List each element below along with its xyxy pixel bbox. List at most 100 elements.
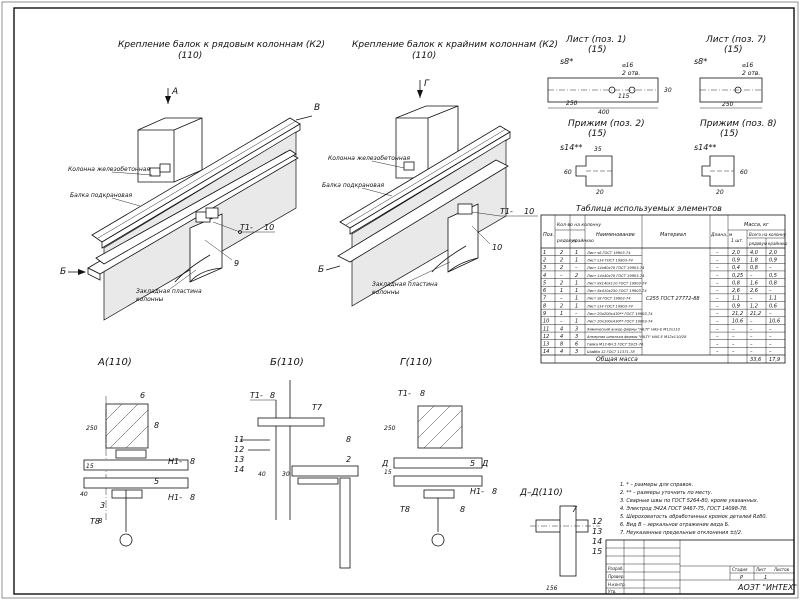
note-line: 6. Вид В – зеркальное отражение вида Б. bbox=[620, 522, 730, 528]
sec-g-t1: Т1- bbox=[398, 389, 411, 398]
sec-a-40: 40 bbox=[80, 491, 88, 498]
th-qty: Кол-во на колонну bbox=[557, 222, 601, 228]
weld-t1-left: Т1- bbox=[240, 223, 253, 232]
table-cell-len: – bbox=[716, 288, 719, 294]
sheet1-title: Лист (поз. 1) bbox=[565, 35, 626, 45]
table-title: Таблица используемых элементов bbox=[576, 204, 722, 213]
table-cell-tmid: – bbox=[750, 326, 753, 332]
weld-t1-right: Т1- bbox=[500, 207, 513, 216]
table-cell-tmid: 0,8 bbox=[750, 265, 758, 271]
table-cell-name: Химический анкер фирмы "HILTI" HAS-E M12… bbox=[586, 327, 681, 331]
title-block: Разраб. Провер. Н.контр. Утв. Стадия Лис… bbox=[605, 539, 797, 595]
sec-g-p8: 8 bbox=[460, 505, 465, 514]
total-label: Общая масса bbox=[596, 356, 638, 363]
table-cell-tmid: 1,6 bbox=[750, 280, 758, 286]
sheet7-sub: (15) bbox=[724, 45, 742, 55]
arrow-b-right-label: Б bbox=[318, 265, 324, 275]
clamp2-20: 20 bbox=[596, 189, 604, 196]
table-cell-tend: 1,1 bbox=[769, 296, 777, 302]
sec-b-p11: 11 bbox=[234, 435, 244, 444]
sec-g-250: 250 bbox=[384, 425, 396, 432]
sec-b-40: 40 bbox=[258, 471, 266, 478]
left-isometric-view: Крепление балок к рядовым колоннам (К2) … bbox=[60, 40, 325, 321]
table-cell-pos: 4 bbox=[543, 273, 546, 279]
table-cell-len: – bbox=[716, 265, 719, 271]
table-cell-unit: 1,1 bbox=[732, 296, 740, 302]
table-cell-name: Лист 20x200x430** ГОСТ 19903-74 bbox=[586, 312, 653, 316]
sec-g-d: Д bbox=[481, 459, 488, 468]
th-tmid: рядовую bbox=[748, 241, 768, 246]
table-cell-end: 1 bbox=[575, 319, 578, 325]
part-clamp-8: Прижим (поз. 8) (15) s14** 60 20 bbox=[694, 119, 777, 196]
table-cell-unit: 21,2 bbox=[732, 311, 743, 317]
table-cell-tend: 2,0 bbox=[769, 250, 777, 256]
sec-b-p8: 8 bbox=[346, 435, 351, 444]
arrow-a-label: А bbox=[171, 87, 178, 97]
sheet1-d16: ⌀16 bbox=[622, 62, 633, 69]
th-mid: рядовую bbox=[556, 239, 578, 244]
table-cell-unit: 0,8 bbox=[732, 280, 740, 286]
table-cell-end: – bbox=[575, 265, 578, 271]
sheet7-250: 250 bbox=[722, 101, 734, 108]
sec-a-w8: 8 bbox=[190, 457, 195, 466]
section-a-title: А(110) bbox=[97, 357, 132, 368]
section-b: Б(110) Т1- 8 11 12 13 14 Т7 8 2 40 30 bbox=[234, 357, 359, 569]
note-line: 7. Неуказанные предельные отклонения ±t/… bbox=[620, 530, 743, 536]
clamp2-60: 60 bbox=[564, 169, 572, 176]
clamp8-sub: (15) bbox=[720, 129, 738, 139]
td-material: С255 ГОСТ 27772-88 bbox=[646, 296, 700, 302]
table-cell-tend: – bbox=[769, 265, 772, 271]
th-pos: Поз. bbox=[543, 232, 554, 238]
sec-g-w8b: 8 bbox=[492, 487, 497, 496]
sheet1-70: 30 bbox=[664, 87, 672, 94]
table-cell-pos: 5 bbox=[543, 280, 546, 286]
table-cell-unit: 2,6 bbox=[732, 288, 740, 294]
table-cell-name: Лист s8 ГОСТ 19903-74 bbox=[586, 297, 631, 301]
sec-dd-p7: 7 bbox=[572, 505, 578, 514]
table-cell-unit: 0,25 bbox=[732, 273, 743, 279]
th-mass: Масса, кг bbox=[744, 222, 769, 228]
clamp8-60: 60 bbox=[740, 169, 748, 176]
lbl-column-right: Колонна железобетонная bbox=[328, 155, 410, 162]
inner-frame bbox=[13, 7, 795, 595]
tb-company: АОЗТ "ИНТЕХ" bbox=[737, 583, 797, 592]
lbl-beam-left: Балка подкрановая bbox=[70, 192, 132, 199]
left-view-title: Крепление балок к рядовым колоннам (К2) bbox=[118, 40, 325, 50]
sheet7-s8: s8* bbox=[694, 57, 707, 66]
pos-10: 10 bbox=[492, 243, 502, 252]
table-cell-end: 1 bbox=[575, 280, 578, 286]
table-cell-len: – bbox=[716, 326, 719, 332]
table-cell-end: 1 bbox=[575, 250, 578, 256]
clamp8-s14: s14** bbox=[694, 143, 716, 152]
section-g: Г(110) Т1- 8 5 Д Д Н1- 8 Т8 8 250 15 bbox=[381, 357, 497, 547]
table-cell-end: 3 bbox=[575, 334, 578, 340]
lbl-plate2-left: колонны bbox=[136, 296, 164, 303]
sec-a-250: 250 bbox=[86, 425, 98, 432]
table-cell-unit: – bbox=[732, 334, 735, 340]
right-view-sub: (110) bbox=[412, 51, 436, 61]
sec-b-p14: 14 bbox=[234, 465, 244, 474]
tb-sheets: Листов bbox=[773, 567, 790, 572]
table-cell-tmid: 1,2 bbox=[750, 303, 758, 309]
left-view-sub: (110) bbox=[178, 51, 202, 61]
table-cell-len: – bbox=[716, 257, 719, 263]
table-cell-len: – bbox=[716, 273, 719, 279]
table-cell-unit: – bbox=[732, 349, 735, 355]
table-cell-name: Гайка М12-6Н.5 ГОСТ 5915-70 bbox=[587, 343, 644, 347]
pos-9: 9 bbox=[234, 259, 239, 268]
table-cell-pos: 6 bbox=[543, 288, 546, 294]
part-sheet-1: Лист (поз. 1) (15) s8* ⌀16 2 отв. 250 11… bbox=[547, 35, 672, 116]
clamp2-sub: (15) bbox=[588, 129, 606, 139]
table-cell-mid: – bbox=[560, 296, 563, 302]
table-cell-len: – bbox=[716, 303, 719, 309]
th-name: Наименование bbox=[596, 232, 635, 238]
table-cell-pos: 2 bbox=[543, 257, 546, 263]
table-cell-mid: 2 bbox=[560, 257, 563, 263]
sec-g-w8: 8 bbox=[420, 389, 425, 398]
th-mat: Материал bbox=[660, 232, 687, 238]
elements-table: Таблица используемых элементов Поз. Кол-… bbox=[540, 204, 788, 364]
sec-a-15: 15 bbox=[86, 463, 94, 470]
part-sheet-7: Лист (поз. 7) (15) s8* ⌀16 2 отв. 250 bbox=[694, 35, 766, 109]
table-cell-pos: 3 bbox=[543, 265, 546, 271]
